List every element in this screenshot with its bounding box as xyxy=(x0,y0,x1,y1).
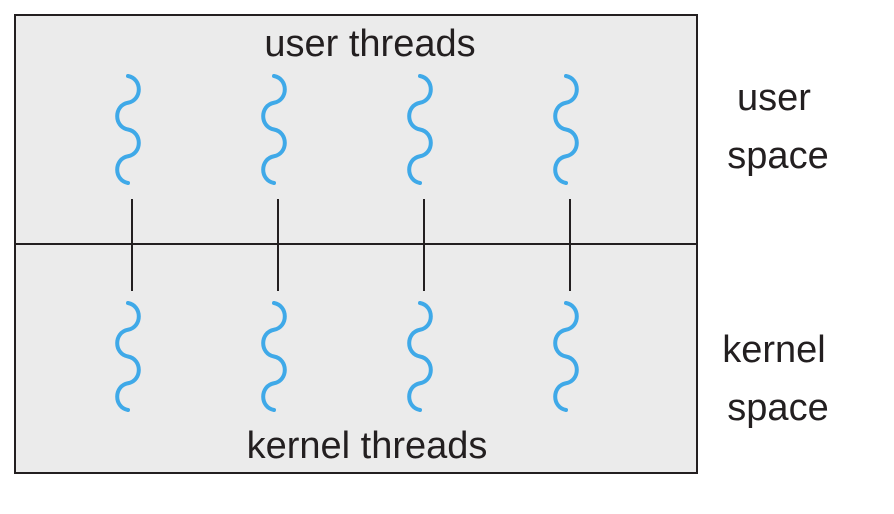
kernel-space-label-line1: kernel xyxy=(722,329,826,371)
user-thread-squiggle xyxy=(553,74,579,185)
kernel-thread-squiggle xyxy=(553,301,579,412)
kernel-threads-label: kernel threads xyxy=(247,425,488,467)
kernel-space-label-line2: space xyxy=(727,387,828,429)
kernel-thread-squiggle xyxy=(407,301,433,412)
user-thread-squiggle xyxy=(115,74,141,185)
thread-mappings xyxy=(115,74,579,412)
user-threads-label: user threads xyxy=(264,23,475,65)
user-thread-squiggle xyxy=(407,74,433,185)
kernel-thread-squiggle xyxy=(115,301,141,412)
user-space-label-line2: space xyxy=(727,135,828,177)
user-thread-squiggle xyxy=(261,74,287,185)
user-space-label-line1: user xyxy=(737,77,811,119)
kernel-thread-squiggle xyxy=(261,301,287,412)
